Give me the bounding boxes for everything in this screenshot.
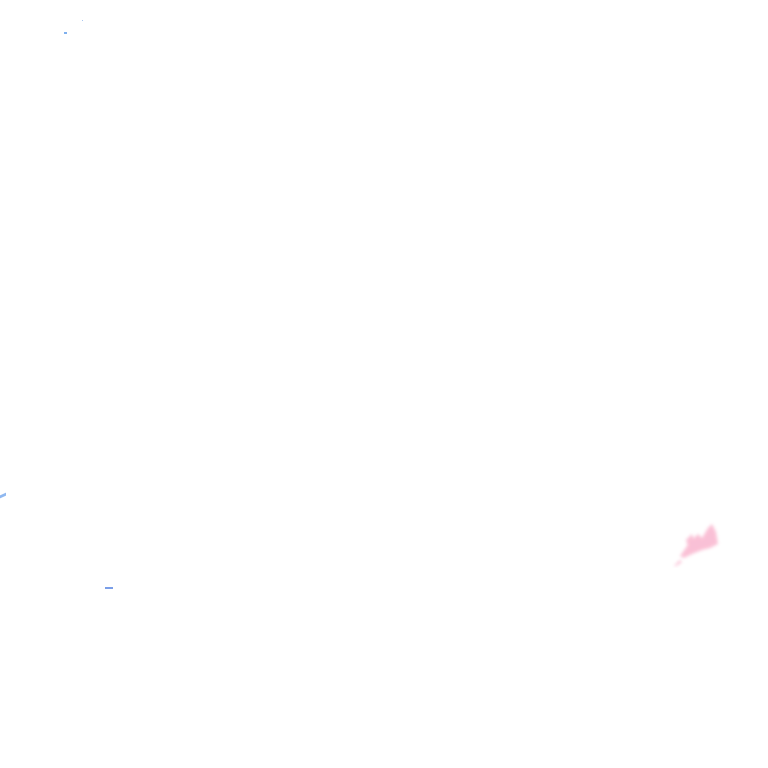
blue-mark — [0, 492, 6, 499]
blue-speck — [64, 32, 67, 34]
pink-smudge — [674, 524, 718, 566]
blue-mark — [105, 587, 113, 589]
blue-speck — [82, 20, 83, 21]
